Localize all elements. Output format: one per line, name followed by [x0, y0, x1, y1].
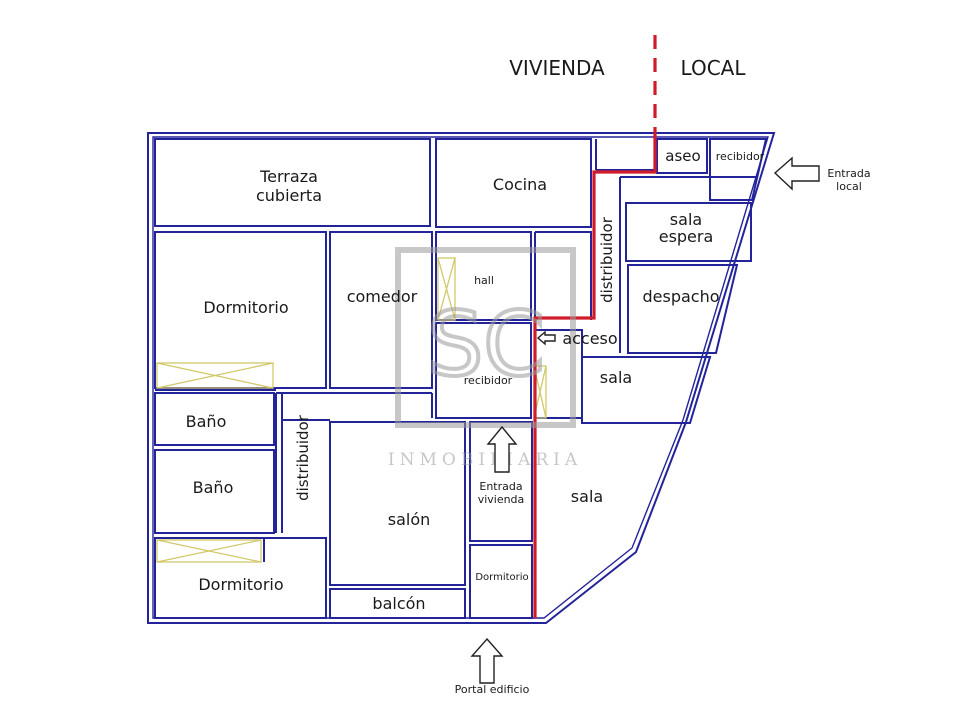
- terraza-room: [154, 138, 431, 227]
- comedor-room: [329, 231, 433, 389]
- recibidor-local-room: [709, 138, 768, 201]
- terraza-label: Terraza: [259, 167, 318, 186]
- entrada-vivienda-label-2: vivienda: [478, 493, 525, 506]
- hall-label: hall: [474, 274, 494, 287]
- bano-1-room: [154, 392, 275, 446]
- partition-lines: [155, 139, 756, 562]
- hall-room: [435, 231, 532, 321]
- salon-room: [329, 421, 466, 586]
- recibidor-local-label: recibidor: [716, 150, 765, 163]
- watermark-box: [395, 247, 576, 428]
- acceso-arrow-icon: [536, 330, 556, 346]
- dormitorio-bottom-room: [154, 537, 327, 619]
- watermark: SC INMOBILIARIA: [388, 247, 582, 470]
- outer-wall: [147, 132, 776, 624]
- sala-espera-label-2: espera: [659, 227, 714, 246]
- entrada-local-label-2: local: [836, 180, 862, 193]
- recibidor-room: [435, 322, 532, 419]
- sala-small-room: [581, 356, 712, 424]
- entrada-local-arrow-icon: [773, 156, 820, 191]
- balcon-label: balcón: [372, 594, 425, 613]
- portal-label: Portal edificio: [455, 683, 530, 696]
- sala-espera-label: sala: [670, 210, 702, 229]
- dormitorio-small-label: Dormitorio: [475, 572, 528, 583]
- dormitorio-top-label: Dormitorio: [203, 298, 288, 317]
- aseo-room: [656, 138, 708, 174]
- terraza-label-2: cubierta: [256, 186, 322, 205]
- zone-local-label: LOCAL: [681, 56, 747, 80]
- entrada-vivienda-arrow-icon: [486, 425, 518, 473]
- balcon-room: [329, 588, 466, 619]
- bano-2-label: Baño: [193, 478, 234, 497]
- entrada-local-label: Entrada: [827, 167, 870, 180]
- cocina-room: [435, 138, 592, 228]
- watermark-logo: SC: [427, 293, 544, 396]
- portal-arrow-icon: [470, 637, 504, 684]
- distribuidor-local-label: distribuidor: [598, 216, 616, 303]
- division-line: [533, 133, 657, 618]
- bano-2-room: [154, 449, 275, 534]
- dormitorio-bottom-label: Dormitorio: [198, 575, 283, 594]
- acceso-label: acceso: [562, 329, 617, 348]
- dormitorio-small-room: [469, 544, 533, 619]
- salon-label: salón: [388, 510, 431, 529]
- aseo-label: aseo: [665, 147, 700, 165]
- sala-large-label: sala: [571, 487, 603, 506]
- watermark-text: INMOBILIARIA: [388, 450, 582, 470]
- entrada-vivienda-label: Entrada: [479, 480, 522, 493]
- recibidor-label: recibidor: [464, 374, 513, 387]
- distribuidor-label: distribuidor: [294, 414, 312, 501]
- comedor-label: comedor: [347, 287, 418, 306]
- cocina-label: Cocina: [493, 175, 547, 194]
- outer-wall-inner: [152, 136, 769, 619]
- bano-1-label: Baño: [186, 412, 227, 431]
- sala-espera-room: [625, 202, 752, 262]
- closet-markers: [156, 257, 547, 563]
- sala-small-label: sala: [600, 368, 632, 387]
- despacho-label: despacho: [642, 287, 719, 306]
- despacho-room: [627, 264, 739, 354]
- zone-vivienda-label: VIVIENDA: [509, 56, 605, 80]
